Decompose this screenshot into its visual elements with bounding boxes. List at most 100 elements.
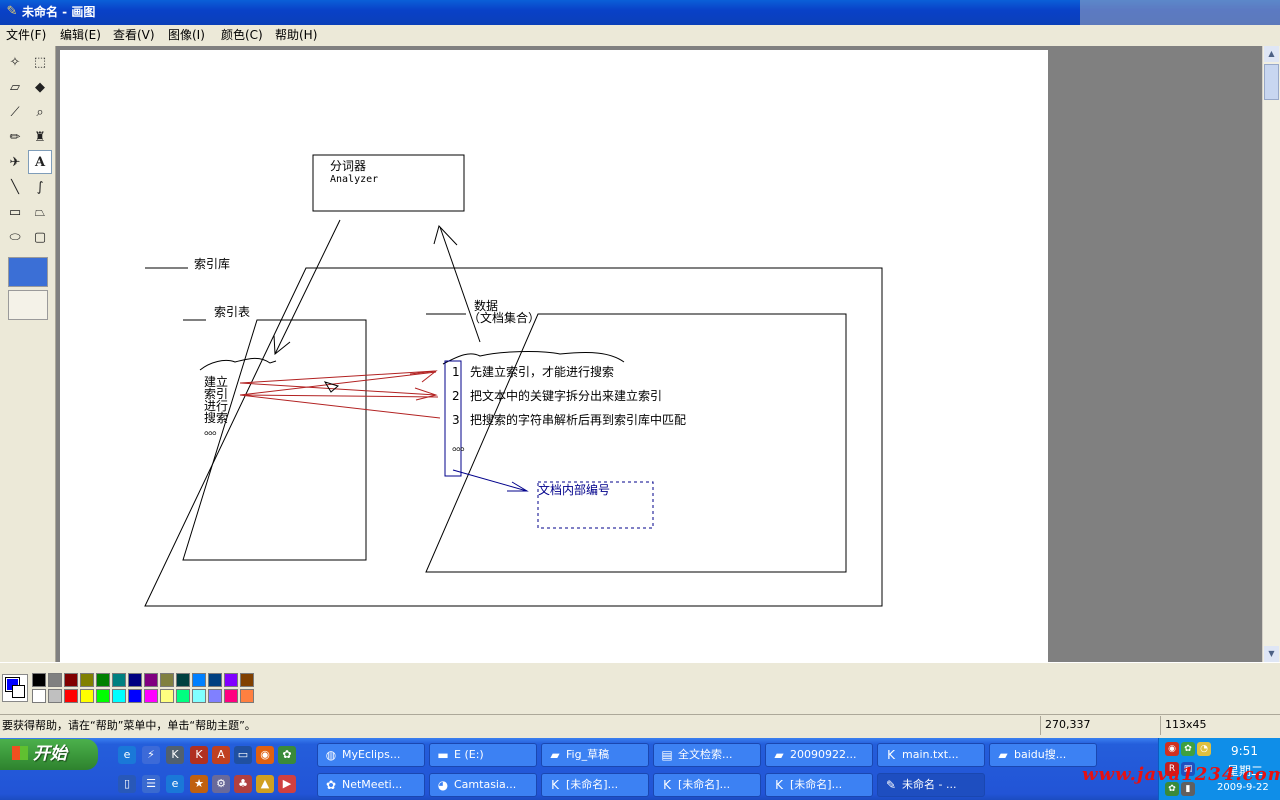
quicklaunch-icon-8[interactable]: ✿ [278, 746, 296, 764]
text-icon[interactable]: A [28, 150, 52, 174]
drawing-canvas[interactable]: 分词器 Analyzer 索引库 索引表 建立 索引 进行 搜索 。。。 数据 … [60, 50, 1048, 662]
transparent-background-option[interactable] [8, 290, 48, 320]
tray-icon-3[interactable]: ◔ [1197, 742, 1211, 756]
color-swatch[interactable] [32, 689, 46, 703]
color-swatch[interactable] [208, 673, 222, 687]
color-swatch[interactable] [128, 689, 142, 703]
eraser-icon[interactable]: ▱ [10, 79, 20, 95]
magnifier-icon[interactable]: ⌕ [36, 104, 44, 120]
scroll-up-icon[interactable]: ▲ [1264, 46, 1279, 62]
color-swatch[interactable] [80, 673, 94, 687]
color-swatch[interactable] [192, 689, 206, 703]
quicklaunch-icon-11[interactable]: e [166, 775, 184, 793]
tray-icon-7[interactable]: ▮ [1181, 782, 1195, 796]
color-swatch[interactable] [144, 689, 158, 703]
color-swatch[interactable] [144, 673, 158, 687]
tray-icon-6[interactable]: ✿ [1165, 782, 1179, 796]
menu-edit[interactable]: 编辑(E) [60, 28, 101, 42]
scroll-thumb[interactable] [1264, 64, 1279, 100]
quicklaunch-icon-13[interactable]: ⚙ [212, 775, 230, 793]
menu-view[interactable]: 查看(V) [113, 28, 155, 42]
color-swatch[interactable] [208, 689, 222, 703]
color-swatch[interactable] [128, 673, 142, 687]
rect-select-icon[interactable]: ⬚ [33, 54, 47, 70]
task-baidu[interactable]: ▰baidu搜... [989, 743, 1097, 767]
polygon-icon[interactable]: ⏢ [34, 204, 46, 220]
color-swatch[interactable] [96, 689, 110, 703]
clock-time[interactable]: 9:51 [1231, 744, 1258, 758]
editor-icon: K [663, 778, 671, 792]
folder-icon: ▰ [550, 748, 560, 762]
free-select-icon[interactable]: ✧ [9, 54, 21, 70]
quicklaunch-icon-5[interactable]: A [212, 746, 230, 764]
airbrush-icon[interactable]: ✈ [9, 154, 21, 170]
vertical-scrollbar[interactable]: ▲ ▼ [1262, 46, 1280, 662]
menu-file[interactable]: 文件(F) [6, 28, 47, 42]
color-swatch[interactable] [32, 673, 46, 687]
task-untitled-3[interactable]: K[未命名]... [765, 773, 873, 797]
color-swatch[interactable] [160, 673, 174, 687]
color-swatch[interactable] [240, 673, 254, 687]
tray-icon-1[interactable]: ◉ [1165, 742, 1179, 756]
line-icon[interactable]: ╲ [11, 179, 19, 195]
editor-icon: K [887, 748, 895, 762]
color-swatch[interactable] [80, 689, 94, 703]
curve-icon[interactable]: ∫ [36, 179, 44, 195]
quicklaunch-icon-3[interactable]: K [166, 746, 184, 764]
scroll-down-icon[interactable]: ▼ [1264, 646, 1279, 662]
task-fig-draft[interactable]: ▰Fig_草稿 [541, 743, 649, 767]
color-swatch[interactable] [176, 673, 190, 687]
task-untitled-1[interactable]: K[未命名]... [541, 773, 649, 797]
task-20090922[interactable]: ▰20090922... [765, 743, 873, 767]
ellipse-icon[interactable]: ⬭ [9, 229, 21, 245]
tray-icon-5[interactable]: ▣ [1181, 762, 1195, 776]
color-swatch[interactable] [64, 689, 78, 703]
color-swatch[interactable] [160, 689, 174, 703]
quicklaunch-icon-2[interactable]: ⚡ [142, 746, 160, 764]
quicklaunch-icon-6[interactable]: ▭ [234, 746, 252, 764]
color-swatch[interactable] [224, 689, 238, 703]
color-swatch[interactable] [112, 673, 126, 687]
brush-icon[interactable]: ♜ [34, 129, 46, 145]
color-swatch[interactable] [112, 689, 126, 703]
tray-icon-4[interactable]: R [1165, 762, 1179, 776]
color-swatch[interactable] [96, 673, 110, 687]
task-camtasia[interactable]: ◕Camtasia... [429, 773, 537, 797]
color-picker-icon[interactable]: ⟋ [10, 104, 20, 120]
task-myeclipse[interactable]: ◍MyEclips... [317, 743, 425, 767]
menu-help[interactable]: 帮助(H) [275, 28, 318, 42]
task-untitled-2[interactable]: K[未命名]... [653, 773, 761, 797]
rounded-rect-icon[interactable]: ▢ [33, 229, 47, 245]
color-swatch[interactable] [224, 673, 238, 687]
task-netmeeting[interactable]: ✿NetMeeti... [317, 773, 425, 797]
task-fulltext[interactable]: ▤全文检索... [653, 743, 761, 767]
color-swatch[interactable] [48, 673, 62, 687]
color-swatch[interactable] [48, 689, 62, 703]
fill-icon[interactable]: ◆ [35, 79, 45, 95]
opaque-background-option[interactable] [8, 257, 48, 287]
quicklaunch-icon-10[interactable]: ☰ [142, 775, 160, 793]
color-swatch[interactable] [176, 689, 190, 703]
task-paint[interactable]: ✎未命名 - ... [877, 773, 985, 797]
color-swatch[interactable] [240, 689, 254, 703]
pencil-icon[interactable]: ✏ [9, 129, 21, 145]
menu-image[interactable]: 图像(I) [168, 28, 205, 42]
quicklaunch-icon-9[interactable]: ▯ [118, 775, 136, 793]
color-swatch[interactable] [64, 673, 78, 687]
quicklaunch-icon-12[interactable]: ★ [190, 775, 208, 793]
tray-icon-2[interactable]: ✿ [1181, 742, 1195, 756]
quicklaunch-icon-16[interactable]: ▶ [278, 775, 296, 793]
quicklaunch-icon-4[interactable]: K [190, 746, 208, 764]
task-drive-e[interactable]: ▬E (E:) [429, 743, 537, 767]
ie-icon[interactable]: e [118, 746, 136, 764]
menu-colors[interactable]: 颜色(C) [221, 28, 263, 42]
rectangle-icon[interactable]: ▭ [8, 204, 22, 220]
firefox-icon[interactable]: ◉ [256, 746, 274, 764]
current-colors[interactable] [2, 674, 28, 702]
quicklaunch-icon-15[interactable]: ▲ [256, 775, 274, 793]
color-swatch[interactable] [192, 673, 206, 687]
quicklaunch-icon-14[interactable]: ♣ [234, 775, 252, 793]
status-bar: 要获得帮助，请在“帮助”菜单中，单击“帮助主题”。 270,337 113x45 [0, 714, 1280, 736]
start-button[interactable]: 开始 [0, 739, 98, 770]
